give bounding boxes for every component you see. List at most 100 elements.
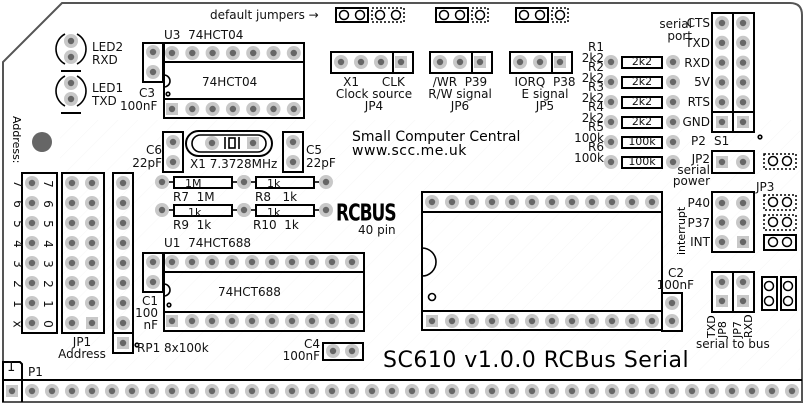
- fiducial-mark: [32, 132, 52, 152]
- jumper-hole: [781, 196, 793, 208]
- led-outline: [55, 75, 66, 107]
- pad-drill: [448, 387, 456, 395]
- pad-drill: [270, 105, 277, 113]
- pad-drill: [608, 198, 616, 206]
- pad-drill: [468, 317, 476, 325]
- pad-drill: [119, 219, 127, 227]
- bus-pins-label: 40 pin: [358, 223, 396, 237]
- pad-drill: [669, 118, 677, 126]
- pad-drill: [548, 198, 556, 206]
- jp3-row-p37: P37: [687, 215, 710, 230]
- pad-drill: [28, 219, 36, 227]
- pad-drill: [688, 387, 696, 395]
- jumper-hole: [763, 295, 775, 307]
- address-inner-label: 3: [40, 260, 55, 268]
- pin1-marker: [427, 292, 437, 302]
- pad-drill: [669, 78, 677, 86]
- pad-drill: [128, 387, 136, 395]
- pad-drill: [708, 387, 716, 395]
- pad-drill: [158, 206, 166, 214]
- jp3-default-p37: [763, 214, 797, 231]
- pad-drill: [68, 239, 76, 247]
- x1-label: X1 7.3728MHz: [190, 157, 278, 171]
- u3-ref: U3 74HCT04: [164, 28, 244, 42]
- r10-label: R10 1k: [253, 218, 299, 232]
- r9-label: R9 1k: [173, 218, 212, 232]
- p1-pin1-box: [2, 361, 23, 402]
- pad-drill: [607, 98, 615, 106]
- pad-drill: [290, 105, 297, 113]
- pad-drill: [249, 139, 257, 147]
- pad-drill: [48, 387, 56, 395]
- pad-drill: [68, 279, 76, 287]
- pad-drill: [119, 339, 127, 347]
- pad-drill: [728, 387, 736, 395]
- pad-drill: [718, 297, 726, 305]
- pin1-dot: [165, 91, 171, 97]
- u2-notch: [421, 247, 437, 277]
- pad-drill: [188, 387, 196, 395]
- pad-drill: [357, 58, 365, 66]
- s1-pin1-box: [732, 111, 755, 133]
- pad-drill: [168, 387, 176, 395]
- pad-drill: [628, 317, 636, 325]
- pad-drill: [119, 279, 127, 287]
- address-inner-label: 4: [40, 240, 55, 248]
- c4-outline: [322, 342, 364, 361]
- address-outer-label: 6: [10, 200, 25, 208]
- pad-drill: [268, 387, 276, 395]
- r9-value-body: 1k: [188, 206, 202, 219]
- default-jumper-jp4: [335, 7, 369, 23]
- resistor-body: [621, 56, 663, 69]
- pad-drill: [388, 387, 396, 395]
- r7-label: R7 1M: [173, 190, 215, 204]
- pad-drill: [718, 19, 726, 27]
- pad-drill: [248, 317, 256, 325]
- c6-outline: [162, 131, 184, 173]
- pad-drill: [588, 198, 596, 206]
- pad-drill: [408, 387, 416, 395]
- pad-drill: [68, 199, 76, 207]
- pad-drill: [228, 317, 236, 325]
- pad-drill: [308, 317, 316, 325]
- pad-drill: [250, 105, 257, 113]
- jumper-hole: [354, 9, 366, 21]
- pad-drill: [67, 95, 75, 103]
- pad-drill: [788, 387, 796, 395]
- address-outer-label: x: [10, 320, 25, 328]
- pad-drill: [328, 258, 336, 266]
- jumper-hole: [767, 196, 779, 208]
- pad-drill: [739, 238, 747, 246]
- address-outer-label: 7: [10, 180, 25, 188]
- resistor-r5-value: 100k: [628, 135, 656, 148]
- pad-drill: [88, 279, 96, 287]
- pad-drill: [328, 387, 336, 395]
- pad-drill: [488, 387, 496, 395]
- resistor-r6-value: 100k: [628, 155, 656, 168]
- pad-drill: [628, 387, 636, 395]
- pad-drill: [88, 239, 96, 247]
- pad-drill: [718, 118, 726, 126]
- pad-drill: [158, 178, 166, 186]
- pad-drill: [588, 317, 596, 325]
- pad-drill: [397, 58, 405, 66]
- pad-drill: [240, 178, 248, 186]
- rp1-pin1-box: [112, 332, 134, 354]
- c3-outline: [142, 42, 164, 83]
- jumper-hole: [534, 9, 546, 21]
- pad-drill: [468, 198, 476, 206]
- pad-drill: [228, 387, 236, 395]
- resistor-body: [621, 96, 663, 109]
- u2-pinrow: [421, 191, 663, 213]
- default-jumper-jp5-alt: [551, 7, 569, 23]
- pad-drill: [607, 158, 615, 166]
- pad-drill: [428, 317, 436, 325]
- pad-drill: [88, 387, 96, 395]
